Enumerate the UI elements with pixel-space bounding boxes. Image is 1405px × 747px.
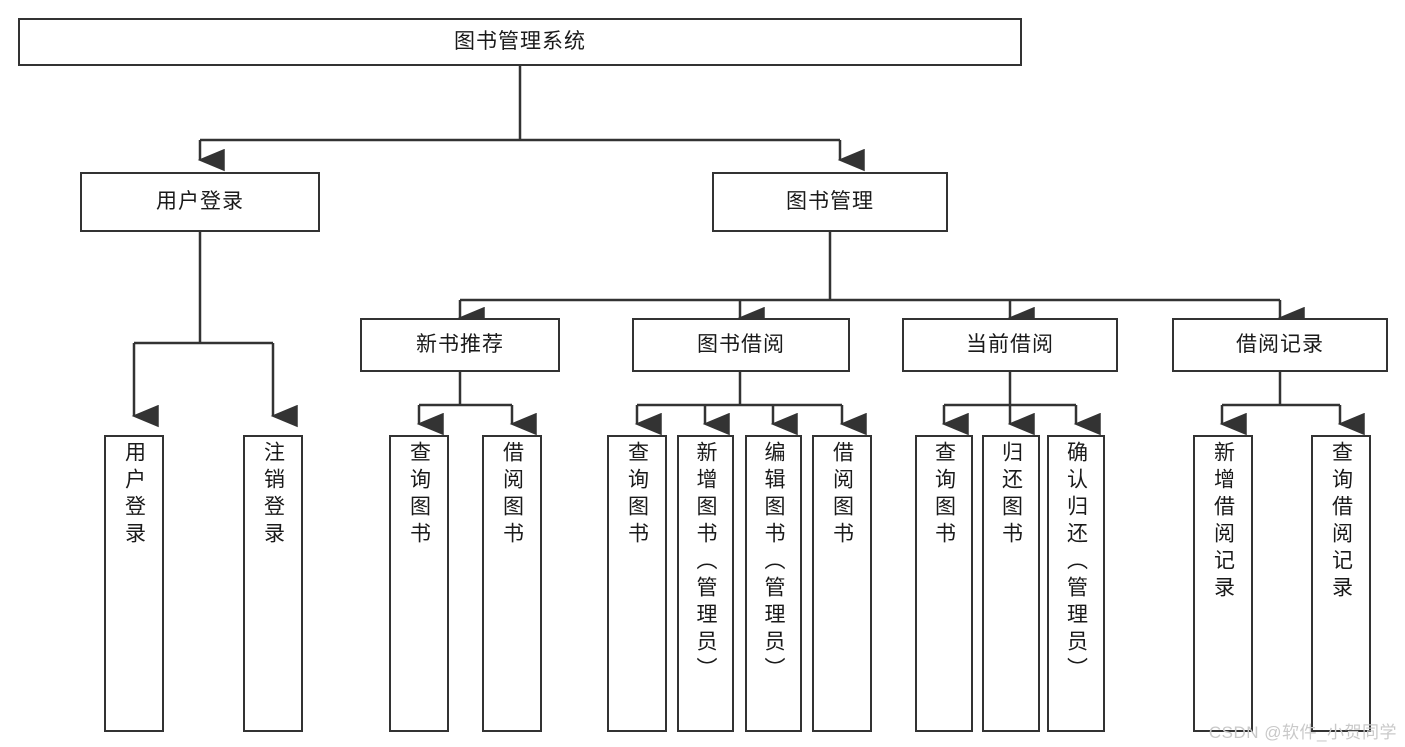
node-label: 借阅图书 [830, 441, 854, 549]
node-label: 新增图书（管理员） [694, 441, 717, 684]
leaf-query-borrow-record[interactable]: 查询借阅记录 [1311, 435, 1371, 732]
node-label: 用户登录 [122, 441, 146, 549]
node-book-borrow[interactable]: 图书借阅 [632, 318, 850, 372]
node-book-manage[interactable]: 图书管理 [712, 172, 948, 232]
csdn-watermark: CSDN @软件_小贺同学 [1208, 723, 1397, 742]
leaf-logout[interactable]: 注销登录 [243, 435, 303, 732]
leaf-edit-book[interactable]: 编辑图书（管理员） [745, 435, 802, 732]
node-label: 查询图书 [625, 441, 649, 549]
leaf-borrow-book-recommend[interactable]: 借阅图书 [482, 435, 542, 732]
node-user-login[interactable]: 用户登录 [80, 172, 320, 232]
leaf-query-book-borrow[interactable]: 查询图书 [607, 435, 667, 732]
node-current-borrow[interactable]: 当前借阅 [902, 318, 1118, 372]
node-label: 查询图书 [932, 441, 956, 549]
leaf-query-book-current[interactable]: 查询图书 [915, 435, 973, 732]
leaf-return-book[interactable]: 归还图书 [982, 435, 1040, 732]
leaf-add-book[interactable]: 新增图书（管理员） [677, 435, 734, 732]
leaf-query-book-recommend[interactable]: 查询图书 [389, 435, 449, 732]
node-label: 当前借阅 [966, 333, 1054, 357]
node-label: 图书借阅 [697, 333, 785, 357]
node-root-system[interactable]: 图书管理系统 [18, 18, 1022, 66]
node-label: 借阅图书 [500, 441, 524, 549]
node-borrow-record[interactable]: 借阅记录 [1172, 318, 1388, 372]
node-label: 查询借阅记录 [1329, 441, 1353, 603]
leaf-confirm-return[interactable]: 确认归还（管理员） [1047, 435, 1105, 732]
node-label: 归还图书 [999, 441, 1023, 549]
node-label: 注销登录 [261, 441, 285, 549]
node-new-book-recommend[interactable]: 新书推荐 [360, 318, 560, 372]
leaf-user-login[interactable]: 用户登录 [104, 435, 164, 732]
node-label: 编辑图书（管理员） [762, 441, 785, 684]
node-label: 查询图书 [407, 441, 431, 549]
node-label: 借阅记录 [1236, 333, 1324, 357]
leaf-add-borrow-record[interactable]: 新增借阅记录 [1193, 435, 1253, 732]
leaf-borrow-book[interactable]: 借阅图书 [812, 435, 872, 732]
node-label: 图书管理 [786, 190, 874, 214]
node-label: 确认归还（管理员） [1064, 441, 1088, 684]
node-label: 图书管理系统 [454, 30, 586, 54]
node-label: 新增借阅记录 [1211, 441, 1235, 603]
node-label: 用户登录 [156, 190, 244, 214]
node-label: 新书推荐 [416, 333, 504, 357]
